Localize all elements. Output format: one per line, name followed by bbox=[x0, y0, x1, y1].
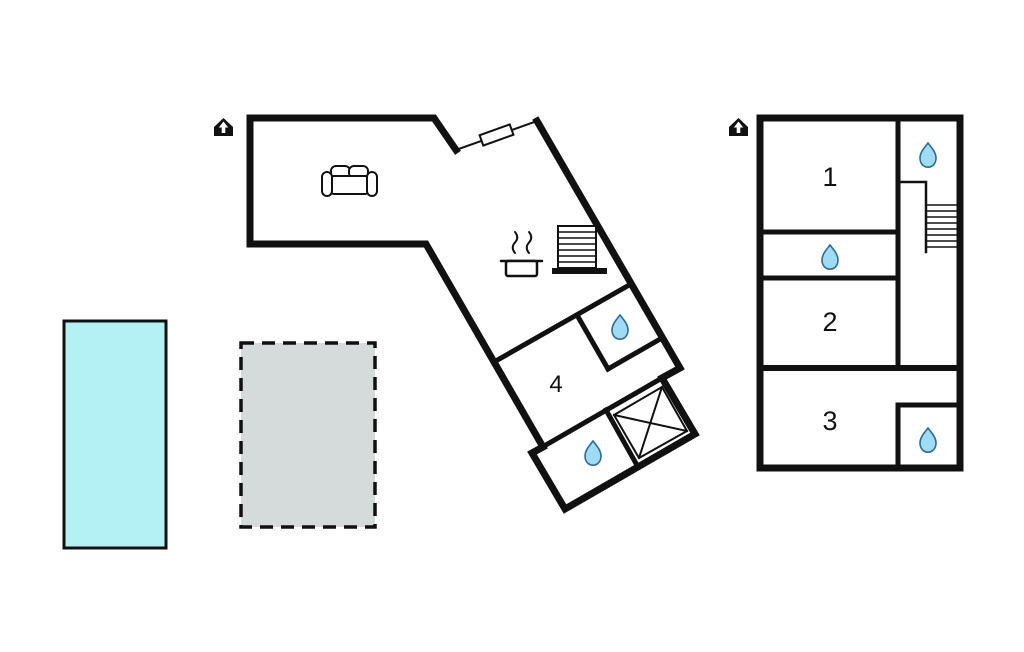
stairs-icon bbox=[557, 225, 597, 269]
first-floor-interior-walls bbox=[759, 118, 961, 467]
terrace-rect bbox=[239, 341, 377, 529]
entrance-icon bbox=[729, 118, 748, 136]
sofa-icon bbox=[321, 165, 378, 197]
ground-floor-interior-walls bbox=[490, 268, 666, 471]
stove-icon bbox=[499, 231, 544, 278]
entrance-icon bbox=[214, 118, 233, 136]
first-floor-plan: 1 2 3 bbox=[756, 114, 964, 472]
first-floor-outline bbox=[756, 114, 964, 472]
terrace bbox=[239, 341, 377, 529]
pool-rect bbox=[62, 319, 168, 550]
room-3-label: 3 bbox=[822, 406, 837, 436]
room-1-label: 1 bbox=[822, 162, 837, 192]
ground-floor-plan: 4 bbox=[246, 114, 700, 514]
stairs-icon bbox=[896, 180, 957, 254]
shower-x-icon bbox=[612, 385, 689, 460]
room-2-label: 2 bbox=[822, 307, 837, 337]
room-4-label: 4 bbox=[549, 371, 562, 398]
pool bbox=[62, 319, 168, 550]
window-icon bbox=[478, 123, 515, 147]
